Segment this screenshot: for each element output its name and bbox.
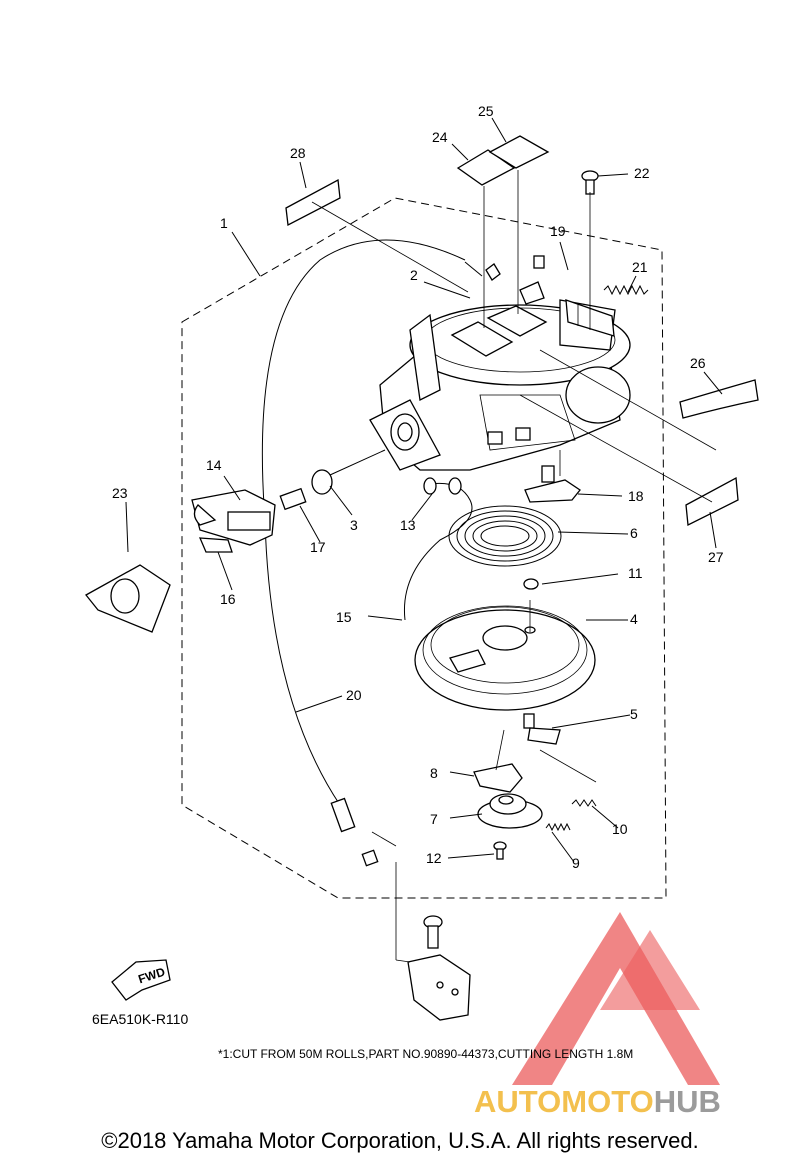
screw-12: [493, 841, 507, 860]
callout-13: 13: [400, 517, 416, 533]
callout-5: 5: [630, 706, 638, 722]
callout-9: 9: [572, 855, 580, 871]
spring-9: [545, 822, 571, 832]
hose-13: [403, 477, 473, 621]
decal-27: [685, 476, 739, 527]
part-19: [519, 255, 545, 305]
spring-21: [603, 284, 649, 296]
clip-16: [198, 537, 233, 553]
plate-right: [565, 299, 615, 337]
callout-11: 11: [628, 565, 643, 581]
grommet-3: [311, 449, 386, 495]
callout-26: 26: [690, 355, 706, 371]
clip-11: [523, 578, 539, 590]
callout-15: 15: [336, 609, 352, 625]
logo-hub: HUB: [654, 1084, 721, 1119]
callout-22: 22: [634, 165, 650, 181]
callout-10: 10: [612, 821, 628, 837]
callout-7: 7: [430, 811, 438, 827]
callout-18: 18: [628, 488, 644, 504]
grommet-17: [279, 487, 307, 511]
automotohub-logo: AUTOMOTOHUB: [474, 912, 721, 1119]
callout-28: 28: [290, 145, 306, 161]
leader-lines: [125, 117, 723, 963]
callout-27: 27: [708, 549, 724, 565]
spring-10: [571, 799, 597, 807]
grommet-23: [85, 564, 171, 633]
callout-12: 12: [426, 850, 442, 866]
callout-21: 21: [632, 259, 648, 275]
decal-26: [679, 379, 759, 419]
callout-20: 20: [346, 687, 362, 703]
callout-1: 1: [220, 215, 228, 231]
callout-8: 8: [430, 765, 438, 781]
starter-cable-1: [261, 239, 501, 806]
decal-on-housing-2: [486, 305, 548, 337]
assembly-boundary: [181, 197, 667, 899]
fwd-arrow-icon: FWD: [111, 959, 171, 1001]
callout-labels: 1 2 3 4 5 6 7 8 9 10 11 12 13 14 15 16 1…: [112, 103, 724, 871]
callout-2: 2: [410, 267, 418, 283]
logo-auto: AUTO: [474, 1084, 561, 1119]
plate-8: [473, 763, 523, 793]
lever-18: [524, 465, 581, 503]
decal-25: [488, 135, 550, 169]
copyright-notice: ©2018 Yamaha Motor Corporation, U.S.A. A…: [101, 1128, 699, 1153]
callout-6: 6: [630, 525, 638, 541]
cable-end-fitting: [330, 797, 379, 867]
logo-moto: MOTO: [561, 1084, 653, 1119]
callout-16: 16: [220, 591, 236, 607]
decal-on-housing-1: [450, 321, 514, 357]
cap-7: [477, 793, 543, 829]
callout-23: 23: [112, 485, 128, 501]
callout-3: 3: [350, 517, 358, 533]
callout-19: 19: [550, 223, 566, 239]
logo-text: AUTOMOTOHUB: [474, 1084, 721, 1119]
pulley-4: [414, 605, 596, 711]
callout-24: 24: [432, 129, 448, 145]
spiral-spring-6: [448, 505, 562, 567]
footnote: *1:CUT FROM 50M ROLLS,PART NO.90890-4437…: [218, 1047, 633, 1061]
bottom-bracket: [407, 915, 471, 1021]
housing-assembly: [369, 299, 631, 471]
callout-25: 25: [478, 103, 494, 119]
callout-14: 14: [206, 457, 222, 473]
callout-17: 17: [310, 539, 326, 555]
bracket-14: [191, 489, 276, 546]
callout-4: 4: [630, 611, 638, 627]
drawing-code: 6EA510K-R110: [92, 1011, 188, 1027]
pawl-5: [523, 713, 561, 745]
bolt-22: [581, 170, 599, 195]
